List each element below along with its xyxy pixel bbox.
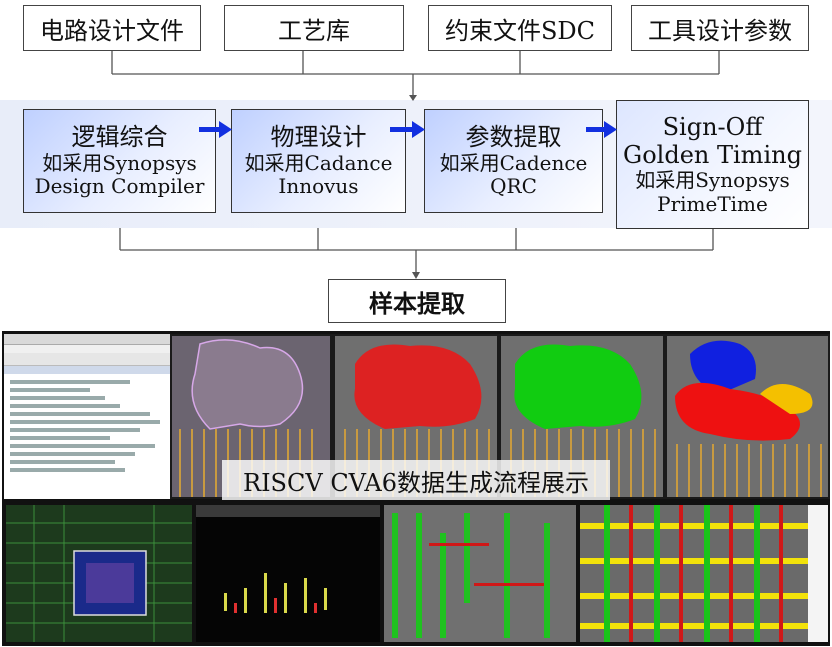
input-sdc-constraints: 约束文件SDC <box>428 5 612 51</box>
stage-parasitic-extraction: 参数提取 如采用Cadence QRC <box>424 109 603 213</box>
collage-caption: RISCV CVA6数据生成流程展示 <box>222 460 610 500</box>
stage-physical-design: 物理设计 如采用Cadance Innovus <box>231 109 406 213</box>
input-tool-params: 工具设计参数 <box>631 5 809 51</box>
design-browser-window <box>4 334 170 499</box>
stage-logic-synthesis: 逻辑综合 如采用Synopsys Design Compiler <box>23 109 216 213</box>
input-circuit-design: 电路设计文件 <box>23 5 201 51</box>
layout-images-bottom <box>4 503 830 644</box>
sample-extraction-box: 样本提取 <box>328 279 506 323</box>
stage-signoff: Sign-Off Golden Timing 如采用Synopsys Prime… <box>616 100 809 229</box>
input-process-library: 工艺库 <box>224 5 404 51</box>
screenshot-collage <box>2 331 830 646</box>
